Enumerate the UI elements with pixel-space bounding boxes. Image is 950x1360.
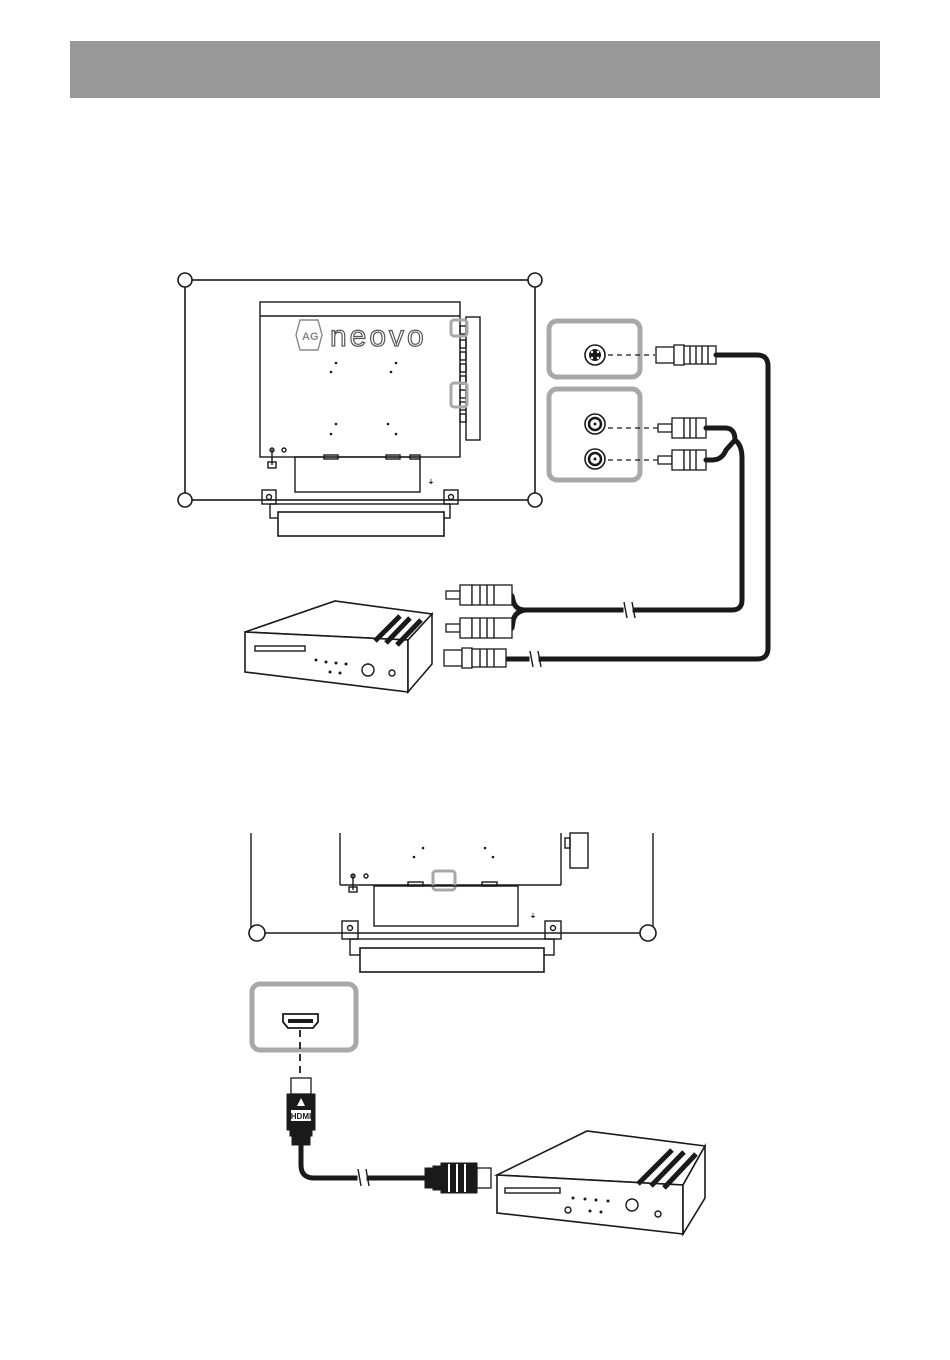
dvd-player-icon-2 — [497, 1131, 705, 1234]
hdmi-plug-horizontal-icon — [425, 1163, 491, 1193]
brand-logo: AG neovo — [296, 320, 427, 353]
s-video-port-icon — [585, 345, 605, 365]
dvd-player-icon — [245, 601, 432, 692]
svg-text:⏚: ⏚ — [428, 479, 434, 486]
mount-corner-top-right — [528, 273, 542, 287]
player-s-video-plug — [444, 648, 506, 668]
mount-corner-bottom-right-2 — [640, 925, 656, 941]
hdmi-port-box — [252, 984, 356, 1050]
hdmi-plug-label: HDMI — [291, 1112, 311, 1121]
mount-corner-bottom-left — [178, 493, 192, 507]
brand-logo-mark: AG — [302, 331, 319, 343]
monitor-rear-icon: AG neovo ⏚ — [178, 273, 542, 536]
s-video-plug-icon — [656, 345, 716, 365]
av-port-box — [549, 389, 640, 480]
mount-corner-top-left — [178, 273, 192, 287]
mount-corner-bottom-right — [528, 493, 542, 507]
rca-plug-icon — [658, 418, 706, 470]
hdmi-plug-icon: HDMI — [287, 1078, 315, 1145]
monitor-rear-bottom-icon: ⏚ — [249, 833, 656, 972]
svg-text:⏚: ⏚ — [530, 913, 536, 920]
brand-logo-word: neovo — [330, 320, 427, 353]
hdmi-cable — [301, 1145, 430, 1186]
mount-corner-bottom-left-2 — [249, 925, 265, 941]
player-rca-plugs — [446, 585, 512, 638]
hdmi-port-highlight — [433, 871, 455, 890]
s-video-port-box — [549, 321, 640, 377]
hdmi-port-icon — [283, 1014, 318, 1028]
